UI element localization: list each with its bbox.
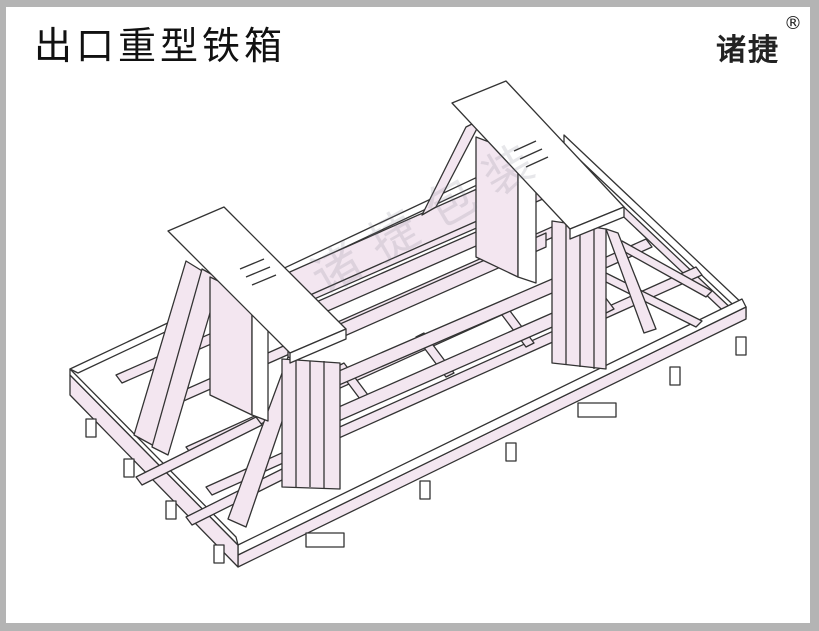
right-support (421, 80, 657, 370)
page-title: 出口重型铁箱 (34, 24, 287, 68)
left-support (133, 206, 347, 528)
steel-crate-illustration (69, 80, 747, 568)
brand-logo: 诸捷 (716, 33, 780, 68)
registered-trademark-icon: ® (784, 13, 802, 34)
image-frame: 出口重型铁箱 诸捷 ® (6, 7, 810, 623)
